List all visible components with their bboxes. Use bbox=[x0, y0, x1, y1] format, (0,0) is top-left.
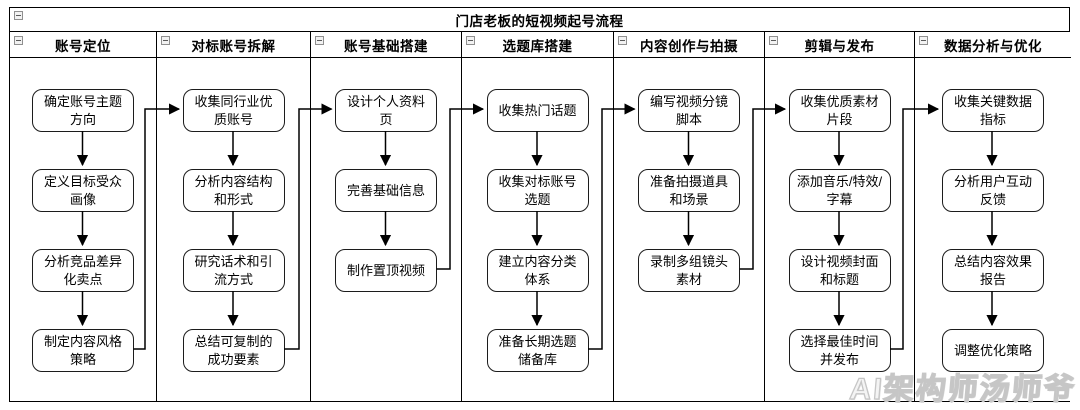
lane-account-positioning: 账号定位 确定账号主题方向 定义目标受众画像 分析竞品差异化卖点 制定内容风格策… bbox=[10, 32, 157, 401]
lane-content-creation: 内容创作与拍摄 编写视频分镜脚本 准备拍摄道具和场景 录制多组镜头素材 bbox=[614, 32, 765, 401]
flow-node[interactable]: 制作置顶视频 bbox=[335, 249, 437, 292]
lane-header[interactable]: 内容创作与拍摄 bbox=[614, 32, 764, 58]
flow-node[interactable]: 设计视频封面和标题 bbox=[788, 249, 891, 292]
flow-node[interactable]: 收集关键数据指标 bbox=[942, 89, 1044, 132]
collapse-minus-icon[interactable] bbox=[769, 36, 778, 45]
flow-node[interactable]: 录制多组镜头素材 bbox=[638, 249, 740, 292]
flow-node[interactable]: 选择最佳时间并发布 bbox=[788, 329, 891, 372]
flow-node[interactable]: 研究话术和引流方式 bbox=[182, 249, 285, 292]
flow-node[interactable]: 设计个人资料页 bbox=[335, 89, 437, 132]
lane-title: 选题库搭建 bbox=[502, 38, 573, 54]
pool-title-bar: 门店老板的短视频起号流程 bbox=[10, 8, 1069, 32]
flow-node[interactable]: 添加音乐/特效/字幕 bbox=[788, 169, 891, 212]
flow-node[interactable]: 收集同行业优质账号 bbox=[182, 89, 285, 132]
collapse-minus-icon[interactable] bbox=[14, 11, 23, 20]
lane-title: 内容创作与拍摄 bbox=[640, 38, 738, 54]
lane-title: 账号定位 bbox=[55, 38, 111, 54]
collapse-minus-icon[interactable] bbox=[466, 36, 475, 45]
flow-node[interactable]: 分析内容结构和形式 bbox=[182, 169, 285, 212]
collapse-minus-icon[interactable] bbox=[315, 36, 324, 45]
collapse-minus-icon[interactable] bbox=[161, 36, 170, 45]
lane-title: 剪辑与发布 bbox=[804, 38, 875, 54]
lane-account-setup: 账号基础搭建 设计个人资料页 完善基础信息 制作置顶视频 bbox=[311, 32, 462, 401]
flow-node[interactable]: 调整优化策略 bbox=[942, 329, 1044, 372]
flow-node[interactable]: 总结可复制的成功要素 bbox=[182, 329, 285, 372]
flow-node[interactable]: 编写视频分镜脚本 bbox=[638, 89, 740, 132]
lane-data-analysis: 数据分析与优化 收集关键数据指标 分析用户互动反馈 总结内容效果报告 调整优化策… bbox=[915, 32, 1071, 401]
lane-header[interactable]: 剪辑与发布 bbox=[765, 32, 914, 58]
lane-header[interactable]: 账号定位 bbox=[10, 32, 156, 58]
flow-node[interactable]: 总结内容效果报告 bbox=[942, 249, 1044, 292]
lane-title: 账号基础搭建 bbox=[344, 38, 428, 54]
flow-node[interactable]: 完善基础信息 bbox=[335, 169, 437, 212]
lane-title: 对标账号拆解 bbox=[191, 38, 276, 54]
lane-header[interactable]: 选题库搭建 bbox=[462, 32, 613, 58]
watermark-text: AI架构师汤师爷 bbox=[848, 372, 1078, 406]
lane-header[interactable]: 对标账号拆解 bbox=[157, 32, 310, 58]
flow-node[interactable]: 分析竞品差异化卖点 bbox=[32, 249, 134, 292]
lane-benchmark-analysis: 对标账号拆解 收集同行业优质账号 分析内容结构和形式 研究话术和引流方式 总结可… bbox=[157, 32, 311, 401]
lane-title: 数据分析与优化 bbox=[944, 38, 1042, 54]
flow-node[interactable]: 准备拍摄道具和场景 bbox=[638, 169, 740, 212]
flow-node[interactable]: 定义目标受众画像 bbox=[32, 169, 134, 212]
lane-header[interactable]: 数据分析与优化 bbox=[915, 32, 1071, 58]
collapse-minus-icon[interactable] bbox=[618, 36, 627, 45]
lane-edit-publish: 剪辑与发布 收集优质素材片段 添加音乐/特效/字幕 设计视频封面和标题 选择最佳… bbox=[765, 32, 915, 401]
lane-header[interactable]: 账号基础搭建 bbox=[311, 32, 461, 58]
diagram-title: 门店老板的短视频起号流程 bbox=[455, 13, 624, 29]
flow-node[interactable]: 收集热门话题 bbox=[486, 89, 589, 132]
flowchart-pool: 门店老板的短视频起号流程 账号定位 确定账号主题方向 定义目标受众画像 分析竞品… bbox=[9, 7, 1071, 402]
flow-node[interactable]: 收集对标账号选题 bbox=[486, 169, 589, 212]
flow-node[interactable]: 准备长期选题储备库 bbox=[486, 329, 589, 372]
flow-node[interactable]: 分析用户互动反馈 bbox=[942, 169, 1044, 212]
collapse-minus-icon[interactable] bbox=[919, 36, 928, 45]
flow-node[interactable]: 确定账号主题方向 bbox=[32, 89, 134, 132]
flow-node[interactable]: 制定内容风格策略 bbox=[32, 329, 134, 372]
collapse-minus-icon[interactable] bbox=[14, 36, 23, 45]
flow-node[interactable]: 收集优质素材片段 bbox=[788, 89, 891, 132]
flow-node[interactable]: 建立内容分类体系 bbox=[486, 249, 589, 292]
lane-topic-library: 选题库搭建 收集热门话题 收集对标账号选题 建立内容分类体系 准备长期选题储备库 bbox=[462, 32, 614, 401]
